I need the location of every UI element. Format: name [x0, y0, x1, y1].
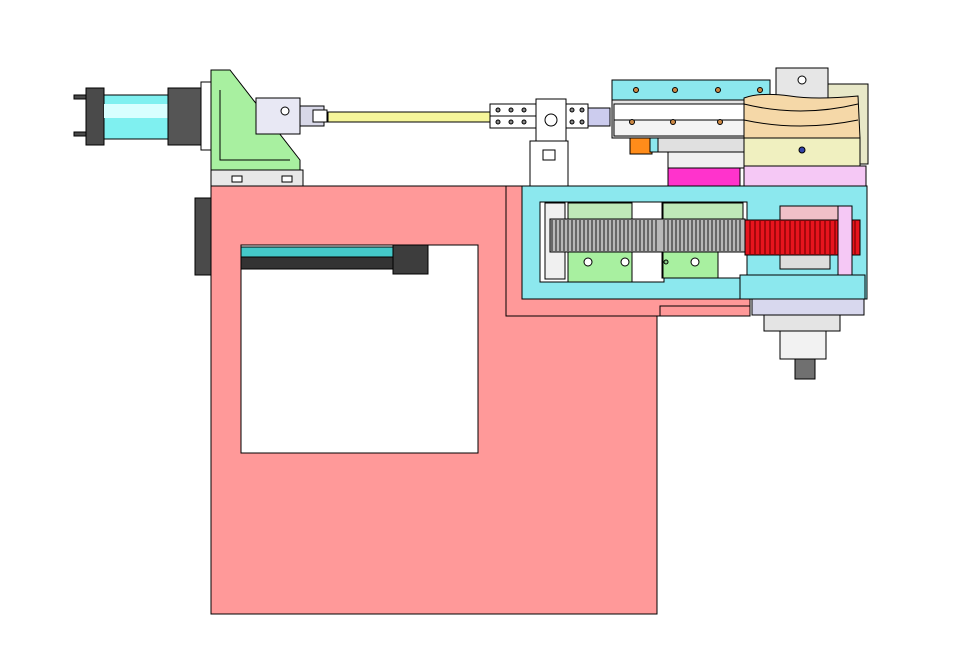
rod-coupler [489, 98, 611, 187]
output-shaft [751, 298, 865, 380]
rack-and-gear [739, 205, 866, 300]
clamp-block [667, 167, 741, 187]
base-window [240, 244, 479, 454]
base-left-pad [194, 197, 212, 276]
rack [549, 218, 746, 253]
rod-end-block [255, 97, 328, 135]
bend-die [743, 67, 869, 187]
rack-bolts [583, 257, 700, 267]
push-rod [327, 111, 491, 123]
side-cylinder [240, 244, 478, 275]
push-cylinder [73, 81, 212, 151]
